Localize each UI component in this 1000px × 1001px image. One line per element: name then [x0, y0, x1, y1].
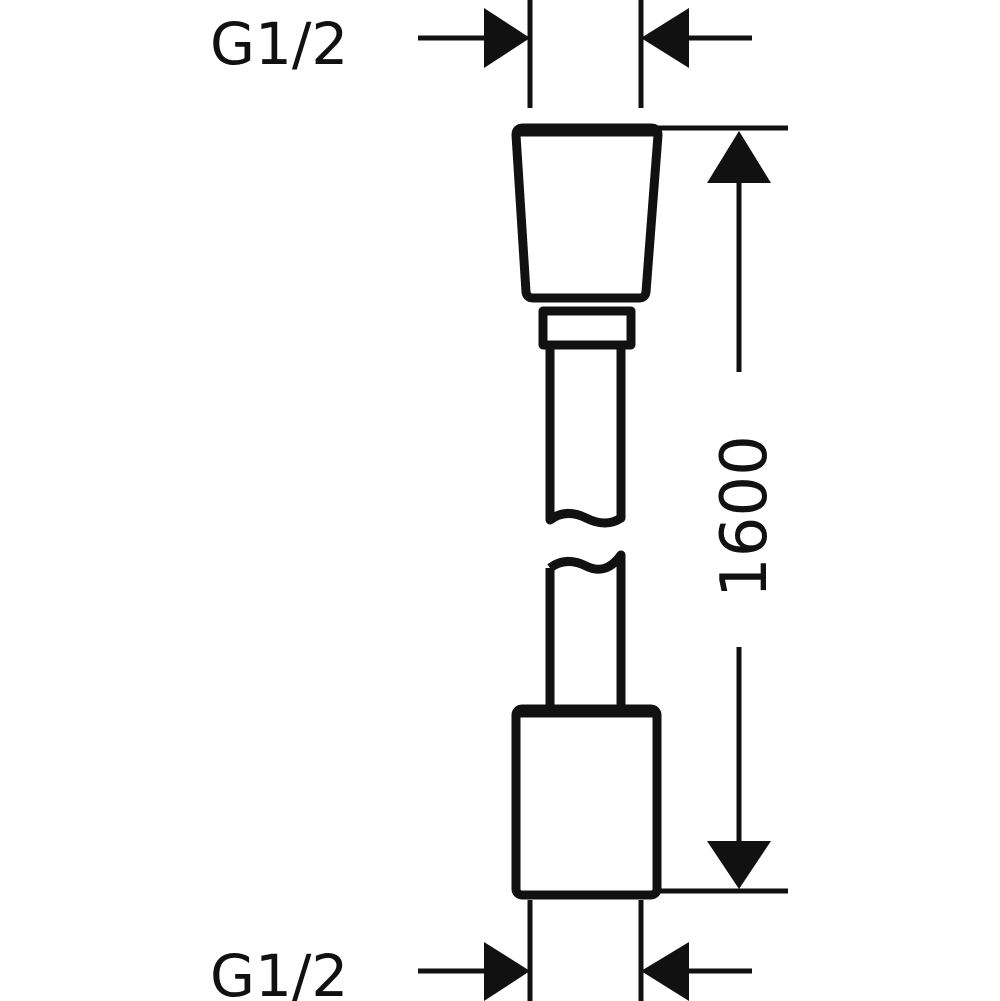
top-thread-arrow-left	[484, 8, 530, 68]
hose-body	[511, 123, 663, 900]
length-dimension: 1600	[658, 125, 788, 894]
top-conical-nut	[511, 123, 663, 303]
top-thread-dimension: G1/2	[210, 0, 752, 108]
bottom-thread-arrow-left	[484, 942, 530, 1001]
bottom-cylindrical-nut	[511, 704, 662, 900]
length-label: 1600	[708, 435, 782, 598]
top-thread-arrow-right	[641, 8, 689, 68]
lower-hose-segment	[545, 550, 626, 710]
bottom-thread-arrow-right	[641, 942, 689, 1001]
length-arrow-bottom	[707, 841, 771, 889]
bottom-thread-label: G1/2	[210, 942, 348, 1001]
top-thread-label: G1/2	[210, 10, 348, 78]
top-collar	[538, 306, 636, 350]
upper-hose-segment	[545, 348, 626, 528]
length-arrow-top	[707, 131, 771, 183]
bottom-thread-dimension: G1/2	[210, 900, 752, 1001]
